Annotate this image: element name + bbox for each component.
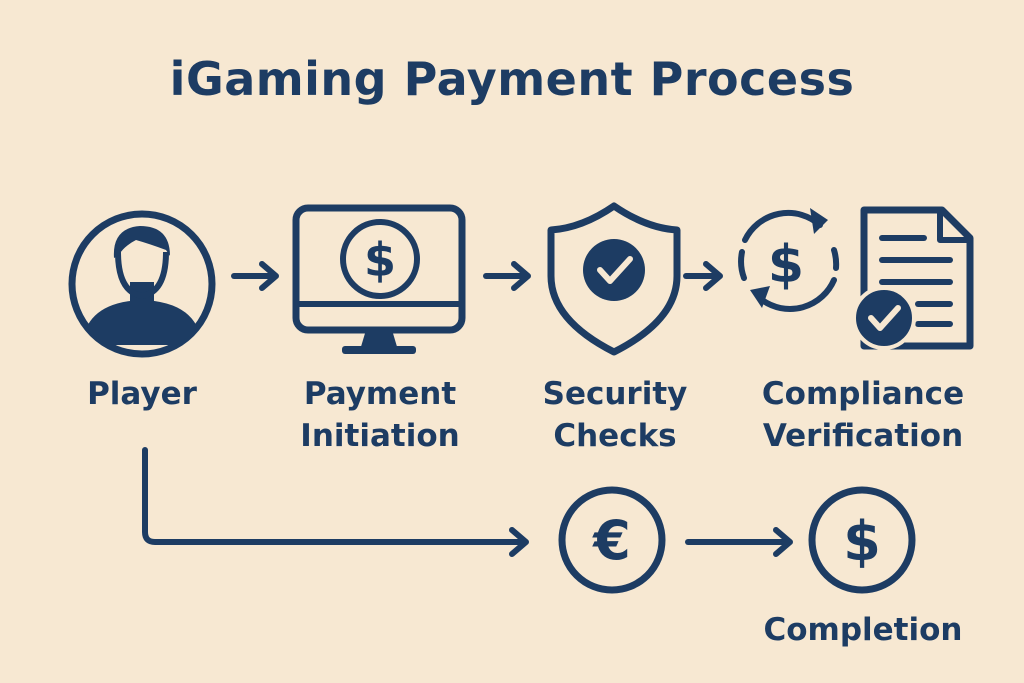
arrow-icon (685, 527, 793, 557)
arrow-icon (483, 261, 531, 291)
svg-text:€: € (591, 509, 631, 572)
step-label-player: Player (87, 376, 197, 412)
player-icon (68, 210, 216, 358)
dollar-icon: $ (808, 486, 916, 594)
arrow-icon (683, 261, 723, 291)
step-label-completion: Completion (763, 612, 963, 648)
svg-text:$: $ (364, 233, 396, 287)
step-label-compliance-verification: Compliance Verification (761, 376, 965, 454)
flow-connector (142, 447, 529, 557)
svg-text:$: $ (843, 510, 881, 573)
page-title: iGaming Payment Process (169, 52, 855, 106)
euro-icon: € (558, 486, 666, 594)
step-label-payment-initiation: Payment Initiation (300, 376, 460, 454)
dollar-cycle-icon: $ (738, 208, 840, 312)
monitor-dollar-icon: $ (292, 204, 466, 354)
document-check-icon (852, 206, 974, 350)
shield-check-icon (547, 202, 681, 356)
arrow-icon (231, 261, 279, 291)
step-label-security-checks: Security Checks (542, 376, 688, 454)
svg-text:$: $ (768, 235, 804, 295)
